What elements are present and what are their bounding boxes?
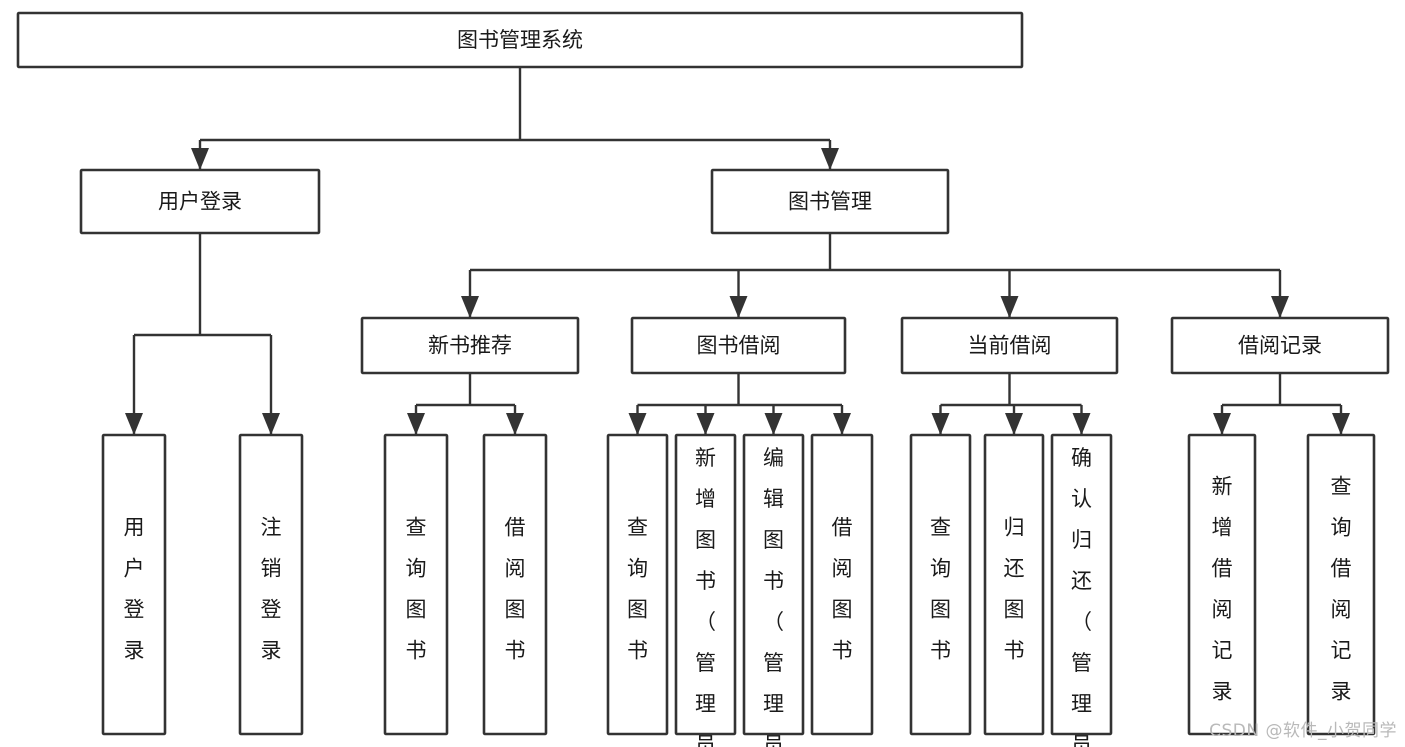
connector-arrowhead: [1005, 413, 1023, 435]
csdn-watermark: CSDN @软件_小贺同学: [1209, 721, 1397, 741]
node-leaf-0-用户登录-label: 用户登录: [124, 515, 145, 662]
node-leaf-6-编辑图书管理员-box[interactable]: [742, 433, 805, 736]
node-leaf-11-新增借阅记录[interactable]: 新增借阅记录: [1187, 433, 1257, 736]
connector-arrowhead: [696, 413, 715, 435]
node-level3-新书推荐-label: 新书推荐: [428, 334, 512, 358]
node-leaf-2-查询图书-label: 查询图书: [406, 515, 427, 662]
connector-arrowhead: [407, 413, 425, 435]
node-leaf-8-查询图书-box[interactable]: [909, 433, 972, 736]
node-level2-用户登录-box[interactable]: [79, 168, 321, 235]
node-level2-图书管理[interactable]: 图书管理: [710, 168, 950, 235]
node-leaf-5-新增图书管理员[interactable]: 新增图书（管理员）: [674, 433, 737, 747]
node-leaf-7-借阅图书-label: 借阅图书: [832, 515, 853, 662]
connector-arrowhead: [461, 296, 479, 318]
node-leaf-9-归还图书-box[interactable]: [983, 433, 1045, 736]
node-leaf-2-查询图书[interactable]: 查询图书: [383, 433, 449, 736]
node-leaf-1-注销登录[interactable]: 注销登录: [238, 433, 304, 736]
node-leaf-0-用户登录-box[interactable]: [101, 433, 167, 736]
connector-arrowhead: [125, 413, 143, 435]
connector-links: [125, 67, 1350, 435]
node-level3-借阅记录[interactable]: 借阅记录: [1170, 316, 1390, 375]
node-leaf-10-确认归还管理员-box[interactable]: [1050, 433, 1113, 736]
node-leaf-8-查询图书-label: 查询图书: [930, 515, 951, 662]
node-leaf-11-新增借阅记录-label: 新增借阅记录: [1212, 474, 1233, 703]
connector-arrowhead: [628, 413, 647, 435]
node-leaf-12-查询借阅记录-label: 查询借阅记录: [1331, 474, 1352, 703]
node-leaf-4-查询图书-label: 查询图书: [627, 515, 648, 662]
connector-arrowhead: [1271, 296, 1289, 318]
node-leaf-7-借阅图书[interactable]: 借阅图书: [810, 433, 874, 736]
node-root-图书管理系统[interactable]: 图书管理系统: [16, 11, 1024, 69]
node-root-图书管理系统-box[interactable]: [16, 11, 1024, 69]
connector-arrowhead: [1072, 413, 1091, 435]
node-level3-借阅记录-box[interactable]: [1170, 316, 1390, 375]
node-level2-图书管理-box[interactable]: [710, 168, 950, 235]
node-leaf-12-查询借阅记录[interactable]: 查询借阅记录: [1306, 433, 1376, 736]
node-leaf-12-查询借阅记录-box[interactable]: [1306, 433, 1376, 736]
connector-arrowhead: [1332, 413, 1350, 435]
node-level3-图书借阅-label: 图书借阅: [697, 334, 781, 358]
node-leaf-1-注销登录-box[interactable]: [238, 433, 304, 736]
node-root-图书管理系统-label: 图书管理系统: [457, 28, 583, 52]
node-leaf-3-借阅图书[interactable]: 借阅图书: [482, 433, 548, 736]
connector-arrowhead: [821, 148, 839, 170]
node-leaf-9-归还图书[interactable]: 归还图书: [983, 433, 1045, 736]
node-level3-当前借阅-label: 当前借阅: [968, 334, 1052, 358]
node-leaf-6-编辑图书管理员[interactable]: 编辑图书（管理员）: [742, 433, 805, 747]
connector-arrowhead: [931, 413, 950, 435]
node-level3-借阅记录-label: 借阅记录: [1238, 334, 1322, 358]
node-level2-图书管理-label: 图书管理: [788, 190, 872, 214]
connector-arrowhead: [1213, 413, 1231, 435]
node-leaf-5-新增图书管理员-label: 新增图书（管理员）: [695, 446, 716, 747]
node-leaf-6-编辑图书管理员-label: 编辑图书（管理员）: [763, 446, 784, 747]
connector-arrowhead: [262, 413, 280, 435]
connector-arrowhead: [764, 413, 783, 435]
node-leaf-7-借阅图书-box[interactable]: [810, 433, 874, 736]
node-level3-新书推荐[interactable]: 新书推荐: [360, 316, 580, 375]
node-level3-当前借阅[interactable]: 当前借阅: [900, 316, 1119, 375]
connector-arrowhead: [833, 413, 851, 435]
node-leaf-8-查询图书[interactable]: 查询图书: [909, 433, 972, 736]
node-leaf-9-归还图书-label: 归还图书: [1004, 515, 1025, 662]
connector-arrowhead: [191, 148, 209, 170]
node-level3-当前借阅-box[interactable]: [900, 316, 1119, 375]
node-level3-图书借阅[interactable]: 图书借阅: [630, 316, 847, 375]
connector-arrowhead: [729, 296, 748, 318]
node-leaf-3-借阅图书-label: 借阅图书: [505, 515, 526, 662]
node-leaf-4-查询图书-box[interactable]: [606, 433, 669, 736]
connector-arrowhead: [506, 413, 524, 435]
node-level2-用户登录-label: 用户登录: [158, 190, 242, 214]
node-level3-新书推荐-box[interactable]: [360, 316, 580, 375]
node-leaf-4-查询图书[interactable]: 查询图书: [606, 433, 669, 736]
node-leaf-10-确认归还管理员-label: 确认归还（管理员）: [1071, 446, 1092, 747]
diagram-nodes: 图书管理系统用户登录图书管理新书推荐图书借阅当前借阅借阅记录用户登录注销登录查询…: [16, 11, 1390, 747]
node-leaf-10-确认归还管理员[interactable]: 确认归还（管理员）: [1050, 433, 1113, 747]
node-level2-用户登录[interactable]: 用户登录: [79, 168, 321, 235]
node-leaf-11-新增借阅记录-box[interactable]: [1187, 433, 1257, 736]
node-leaf-3-借阅图书-box[interactable]: [482, 433, 548, 736]
node-leaf-1-注销登录-label: 注销登录: [261, 515, 282, 662]
node-leaf-0-用户登录[interactable]: 用户登录: [101, 433, 167, 736]
node-leaf-2-查询图书-box[interactable]: [383, 433, 449, 736]
node-leaf-5-新增图书管理员-box[interactable]: [674, 433, 737, 736]
connector-arrowhead: [1000, 296, 1019, 318]
node-level3-图书借阅-box[interactable]: [630, 316, 847, 375]
